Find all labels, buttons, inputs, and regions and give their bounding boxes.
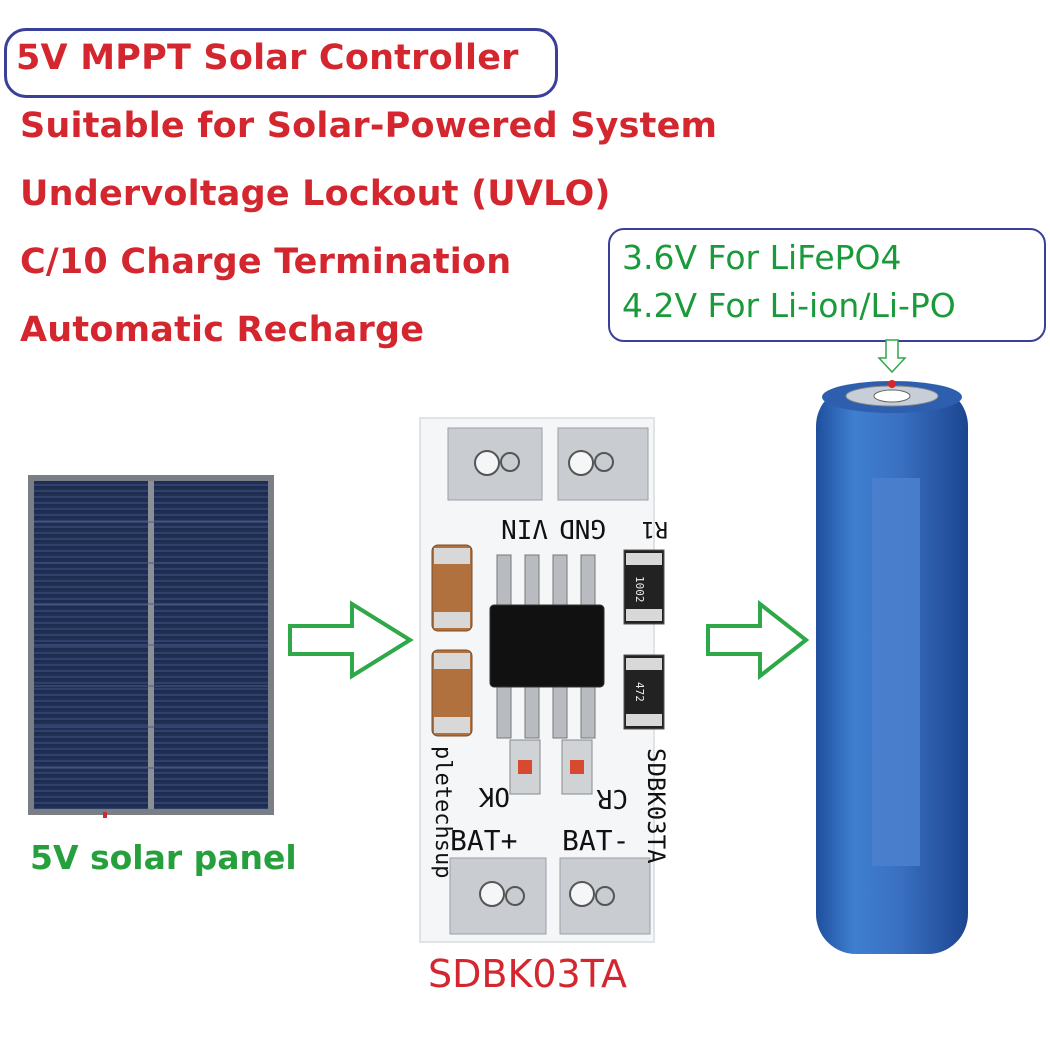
silk-gnd: GND (559, 513, 606, 543)
feature-title: 5V MPPT Solar Controller (16, 38, 519, 78)
silk-r1: R1 (642, 516, 669, 541)
flow-arrow-icon (288, 600, 414, 680)
silk-ok: OK (478, 781, 510, 811)
feature-item-recharge: Automatic Recharge (20, 310, 425, 350)
battery-voltage-note: 3.6V For LiFePO4 4.2V For Li-ion/Li-PO (608, 228, 1046, 342)
down-arrow-icon (877, 339, 907, 374)
resistor-code-top: 1002 (633, 576, 646, 603)
silk-vin: VIN (501, 513, 548, 543)
silk-cr: CR (596, 783, 628, 813)
solar-panel-caption: 5V solar panel (30, 838, 297, 877)
feature-item-uvlo: Undervoltage Lockout (UVLO) (20, 174, 611, 214)
flow-arrow-icon (706, 599, 810, 681)
note-line-lifepo4: 3.6V For LiFePO4 (622, 238, 902, 277)
silk-bat-plus: BAT+ (450, 824, 517, 857)
silk-bat-minus: BAT- (562, 824, 629, 857)
silk-brand: pletechsup (430, 746, 455, 878)
title-highlight-box (4, 28, 558, 98)
battery-cell (816, 380, 968, 954)
silk-model: SDBK03TA (642, 748, 670, 864)
board-model-caption: SDBK03TA (428, 952, 627, 996)
controller-board: VIN GND R1 OK CR BAT+ BAT- pletechsup SD… (419, 417, 670, 943)
note-line-liion: 4.2V For Li-ion/Li-PO (622, 286, 956, 325)
feature-item-termination: C/10 Charge Termination (20, 242, 512, 282)
feature-item-solar: Suitable for Solar-Powered System (20, 106, 718, 146)
resistor-code-bottom: 472 (633, 682, 646, 702)
solar-panel (28, 475, 274, 818)
